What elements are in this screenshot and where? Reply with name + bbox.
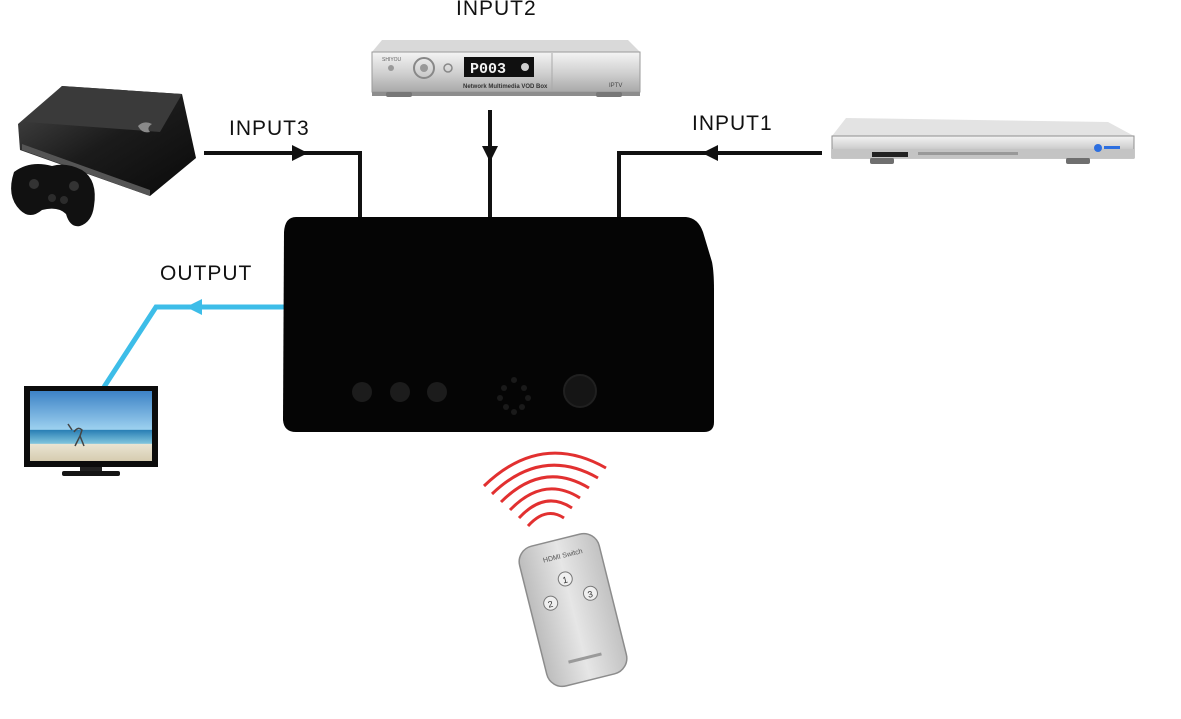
hdmi-switch-icon [283,217,714,432]
label-input2: INPUT2 [456,0,537,20]
cable-output [101,304,284,389]
set-top-box-icon: P003 Network Multimedia VOD Box SHIYOU I… [371,40,641,97]
cable-input3 [204,151,362,217]
cable-input1 [617,151,822,217]
game-console-icon [11,86,196,227]
set-top-box-caption: Network Multimedia VOD Box [463,84,548,90]
remote-button-2[interactable]: 2 [547,599,554,610]
arrow-output [186,299,202,315]
remote-icon: HDMI Switch 1 2 3 [518,532,628,688]
remote-button-1[interactable]: 1 [561,575,568,586]
label-input3: INPUT3 [229,117,310,140]
set-top-box-display: P003 [470,61,506,78]
tv-icon [24,386,158,476]
set-top-box-brand: SHIYOU [382,57,402,63]
arrow-input1 [702,145,718,161]
remote-button-3[interactable]: 3 [587,589,594,600]
label-input1: INPUT1 [692,112,773,135]
label-output: OUTPUT [160,262,253,285]
arrow-input3 [292,145,308,161]
arrow-input2 [482,146,498,162]
ir-signal-icon [482,451,607,528]
set-top-box-badge: IPTV [609,83,622,89]
dvd-player-icon [831,118,1135,164]
